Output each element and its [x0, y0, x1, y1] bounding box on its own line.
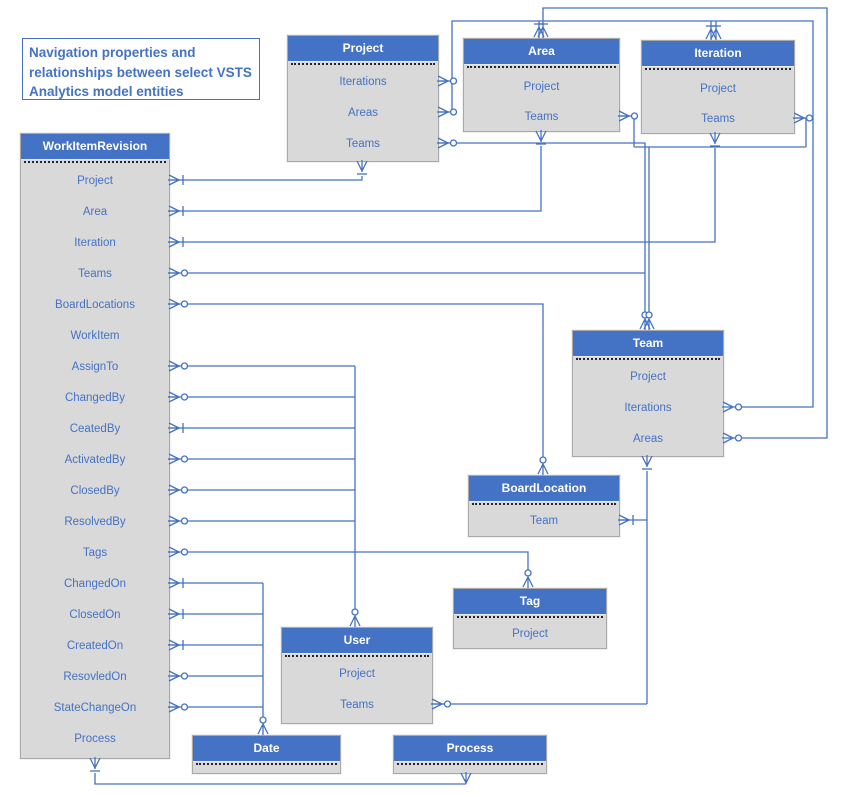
- property-row: Project: [700, 83, 736, 95]
- property-row: ActivatedBy: [64, 454, 126, 466]
- entity-title: Area: [464, 39, 619, 65]
- property-row: BoardLocations: [55, 299, 135, 311]
- connector-wir-iteration: [168, 148, 716, 243]
- property-row: ChangedOn: [63, 578, 127, 590]
- entity-title: Process: [394, 736, 546, 762]
- header-separator: [467, 66, 616, 68]
- property-row: Teams: [78, 268, 112, 280]
- header-separator: [645, 68, 791, 70]
- connector-project-teams: [437, 142, 646, 315]
- connector-area-iteration-teams: [618, 115, 807, 315]
- entity-team: Team Project Iterations Areas: [572, 330, 724, 457]
- header-separator: [472, 503, 616, 505]
- property-row: Teams: [701, 113, 735, 125]
- header-separator: [24, 161, 166, 163]
- property-row: Project: [339, 668, 375, 680]
- header-separator: [397, 763, 543, 765]
- entity-process: Process: [393, 735, 547, 774]
- entity-title: Tag: [454, 589, 606, 615]
- entity-project: Project Iterations Areas Teams: [287, 35, 439, 162]
- entity-date: Date: [192, 735, 341, 774]
- property-row: Teams: [340, 699, 374, 711]
- property-row: Process: [74, 733, 116, 745]
- property-row: Iteration: [74, 237, 116, 249]
- property-row: Project: [512, 628, 548, 640]
- property-row: Areas: [632, 433, 664, 445]
- property-row: ResolvedBy: [64, 516, 126, 528]
- entity-title: User: [282, 628, 432, 654]
- header-separator: [285, 655, 429, 657]
- entity-boardlocation: BoardLocation Team: [468, 475, 620, 537]
- entity-title: Iteration: [642, 41, 794, 67]
- connector-wir-tags: [168, 551, 529, 570]
- property-row: AssignTo: [71, 361, 119, 373]
- connector-wir-boardlocations: [168, 303, 544, 457]
- property-row: ResovledOn: [63, 671, 127, 683]
- entity-tag: Tag Project: [453, 588, 607, 649]
- property-row: WorkItem: [70, 330, 120, 342]
- property-row: Project: [77, 175, 113, 187]
- property-row: ClosedOn: [69, 609, 121, 621]
- title-note: Navigation properties and relationships …: [22, 38, 260, 100]
- header-separator: [291, 63, 435, 65]
- header-separator: [457, 616, 603, 618]
- entity-title: Date: [193, 736, 340, 762]
- header-separator: [196, 763, 337, 765]
- property-row: Tags: [82, 547, 108, 559]
- property-row: StateChangeOn: [53, 702, 137, 714]
- entity-workitemrevision: WorkItemRevision Project Area Iteration …: [20, 133, 170, 759]
- entity-title: Project: [288, 36, 438, 62]
- property-row: Area: [82, 206, 108, 218]
- entity-user: User Project Teams: [281, 627, 433, 724]
- property-row: CreatedOn: [66, 640, 124, 652]
- property-row: Teams: [346, 138, 380, 150]
- connector-wir-project: [168, 176, 363, 181]
- property-row: Areas: [347, 107, 379, 119]
- entity-title: WorkItemRevision: [21, 134, 169, 160]
- property-row: ChangedBy: [64, 392, 126, 404]
- header-separator: [576, 358, 720, 360]
- property-row: Project: [630, 371, 666, 383]
- entity-area: Area Project Teams: [463, 38, 620, 132]
- property-row: ClosedBy: [70, 485, 120, 497]
- property-row: Team: [529, 515, 559, 527]
- property-row: Iterations: [624, 402, 672, 414]
- property-row: Iterations: [339, 76, 387, 88]
- property-row: CeatedBy: [69, 423, 121, 435]
- connector-wir-process: [94, 773, 466, 785]
- property-row: Teams: [524, 111, 559, 123]
- property-row: Project: [523, 81, 560, 93]
- entity-iteration: Iteration Project Teams: [641, 40, 795, 134]
- entity-title: Team: [573, 331, 723, 357]
- entity-title: BoardLocation: [469, 476, 619, 502]
